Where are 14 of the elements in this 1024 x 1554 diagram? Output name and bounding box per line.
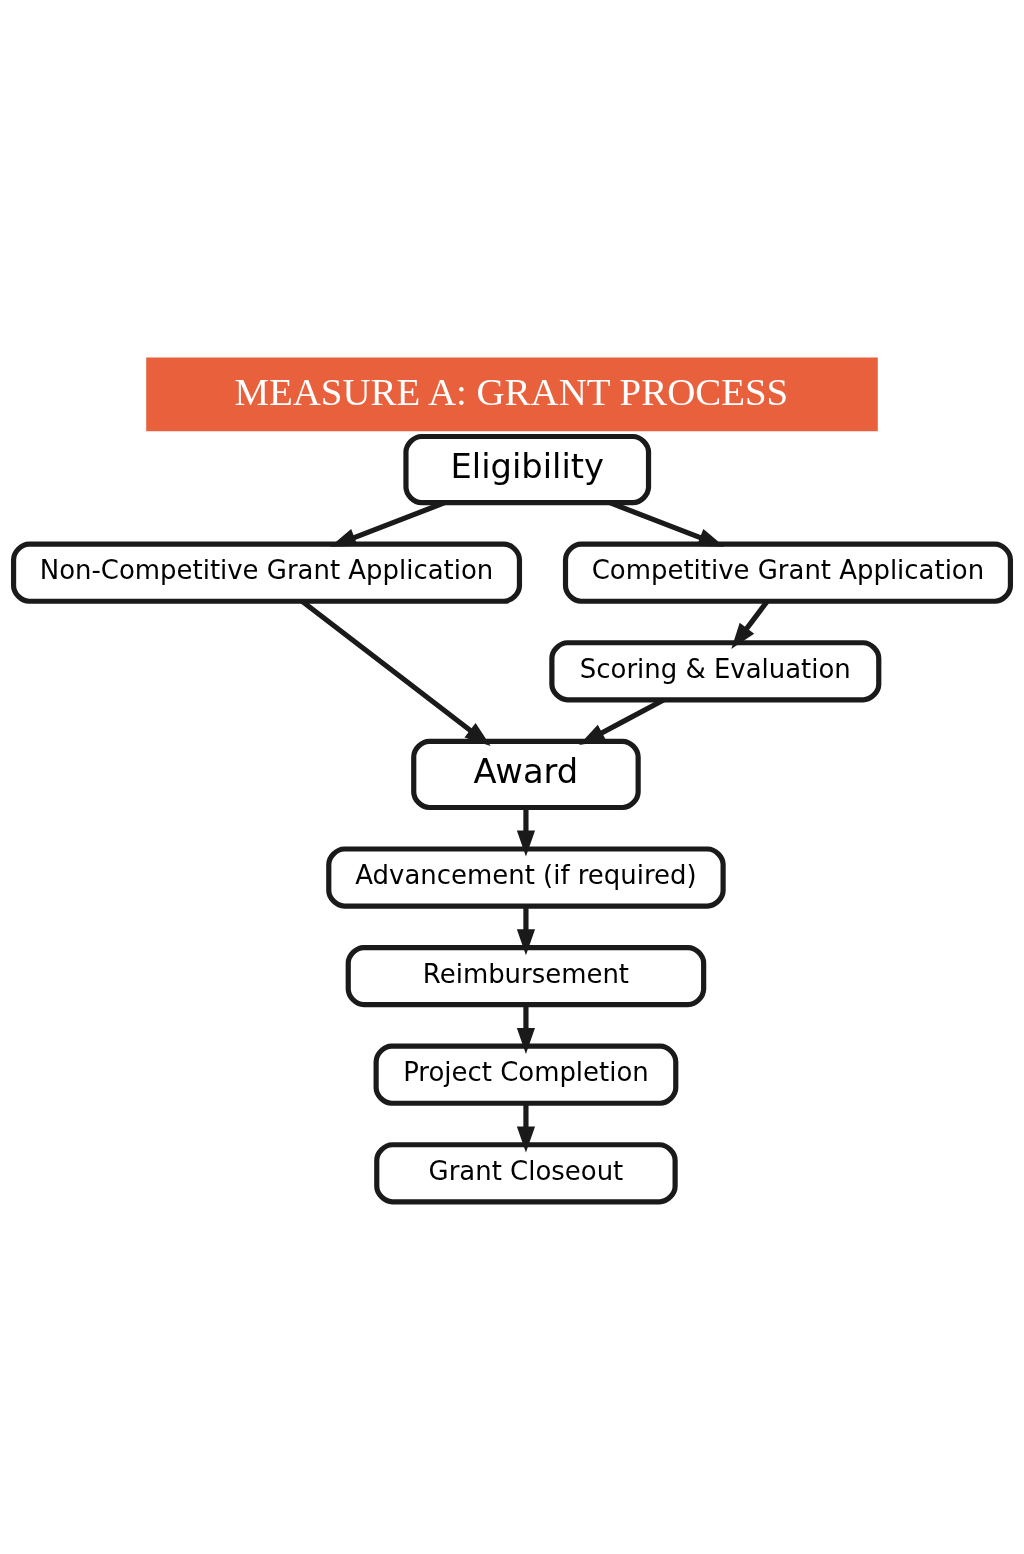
node-box: Non-Competitive Grant Application <box>11 541 523 604</box>
node-box: Award <box>411 738 641 811</box>
arrow <box>516 906 536 956</box>
arrow <box>516 1103 536 1153</box>
arrow <box>516 807 536 857</box>
arrow <box>516 1004 536 1054</box>
node-box: Scoring & Evaluation <box>549 640 882 703</box>
node-box: Project Completion <box>373 1043 679 1106</box>
node-box: Eligibility <box>403 433 652 506</box>
node-box: Advancement (if required) <box>326 846 726 909</box>
node-box: Reimbursement <box>345 944 707 1008</box>
diagram-title: MEASURE A: GRANT PROCESS <box>234 369 789 413</box>
node-box: Competitive Grant Application <box>562 541 1013 604</box>
node-box: Grant Closeout <box>374 1142 678 1205</box>
